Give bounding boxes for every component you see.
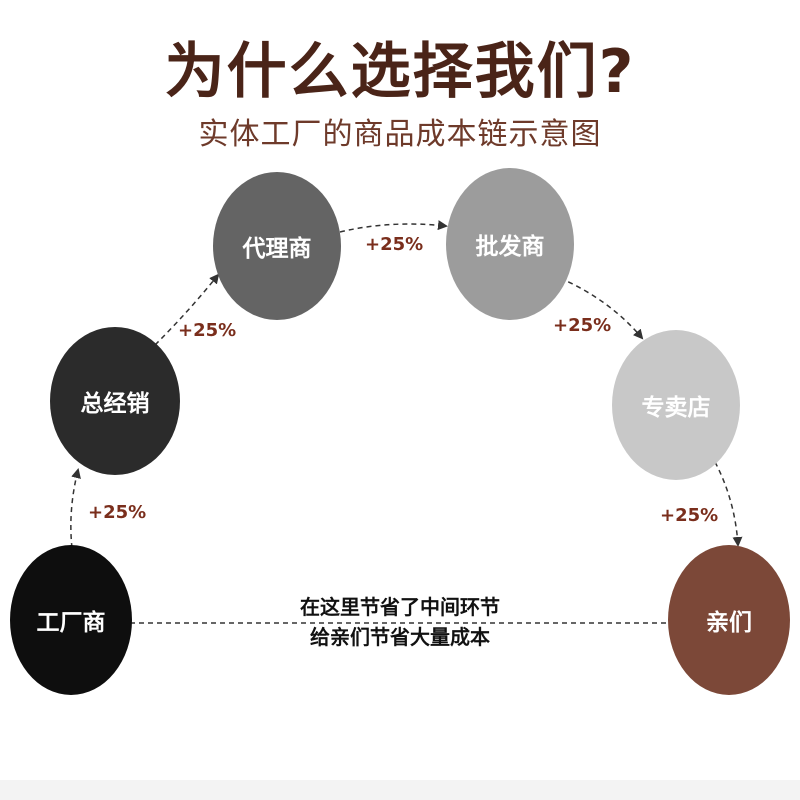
arrow-wholesale-to-store — [559, 277, 644, 340]
node-agent-label: 代理商 — [242, 236, 312, 262]
markup-label-1: +25% — [88, 502, 147, 523]
savings-note-line-2: 给亲们节省大量成本 — [310, 625, 490, 649]
node-wholesaler: 批发商 — [446, 168, 574, 320]
savings-note: 在这里节省了中间环节 给亲们节省大量成本 — [250, 592, 550, 652]
bottom-strip — [0, 780, 800, 800]
arrow-general-to-agent — [154, 273, 220, 346]
node-agent: 代理商 — [213, 172, 341, 320]
arrow-store-to-customer — [714, 461, 743, 547]
node-factory-label: 工厂商 — [36, 610, 106, 636]
savings-note-line-1: 在这里节省了中间环节 — [300, 595, 500, 619]
node-customer-label: 亲们 — [706, 610, 752, 636]
arrow-agent-to-wholesale — [339, 220, 448, 233]
arrow-factory-to-general — [70, 468, 81, 549]
page-title: 为什么选择我们? — [164, 37, 636, 107]
markup-label-5: +25% — [660, 505, 719, 526]
node-general-distributor-label: 总经销 — [80, 391, 150, 417]
markup-label-2: +25% — [178, 320, 237, 341]
node-general-distributor: 总经销 — [50, 327, 180, 475]
markup-label-3: +25% — [365, 234, 424, 255]
node-store-label: 专卖店 — [641, 395, 711, 421]
node-factory: 工厂商 — [10, 545, 132, 695]
node-customer: 亲们 — [668, 545, 790, 695]
markup-label-4: +25% — [553, 315, 612, 336]
node-wholesaler-label: 批发商 — [475, 234, 545, 260]
page-subtitle: 实体工厂的商品成本链示意图 — [198, 117, 602, 152]
node-store: 专卖店 — [612, 330, 740, 480]
